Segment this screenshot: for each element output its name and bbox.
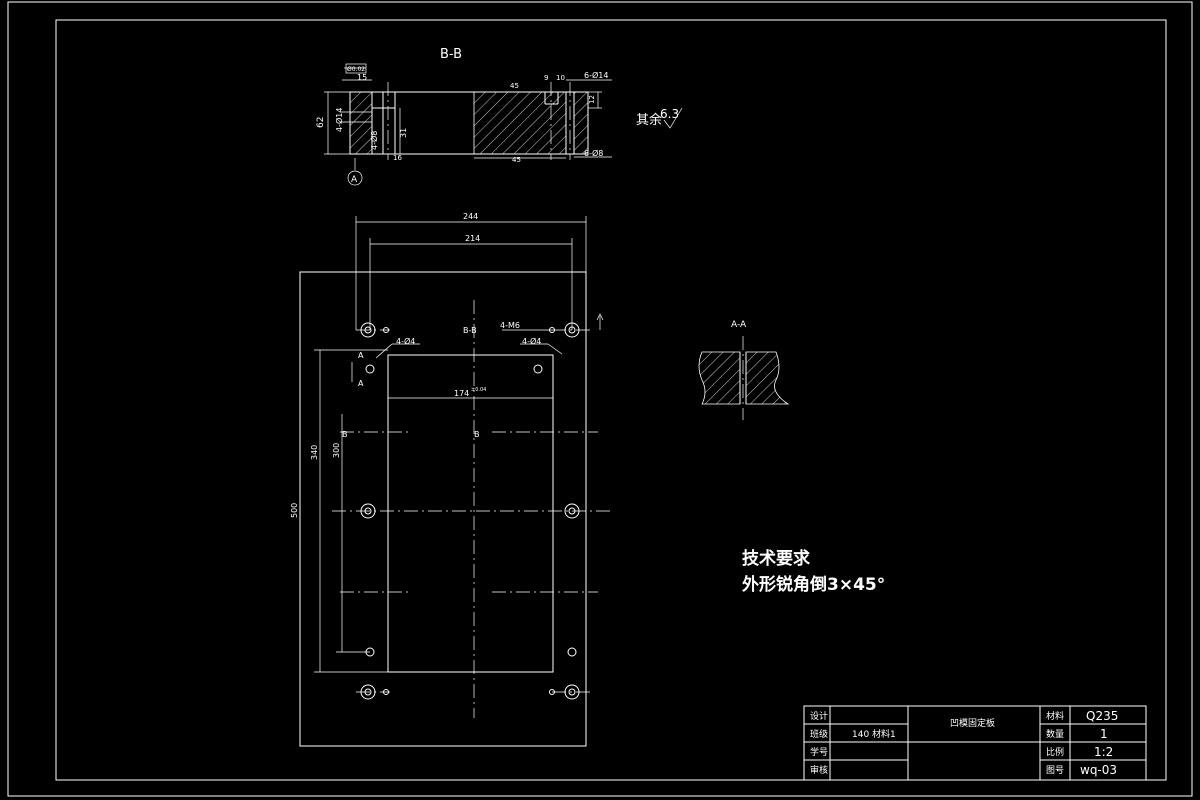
dim-244: 244 — [463, 212, 478, 221]
technical-requirements-line: 外形锐角倒3×45° — [742, 575, 886, 595]
section-aa-title: A-A — [731, 320, 747, 330]
section-bb-title: B-B — [440, 47, 462, 62]
tb-class-value: 140 材料1 — [852, 728, 896, 740]
dim-500: 500 — [290, 503, 299, 518]
tb-drawing-no-value: wq-03 — [1080, 763, 1117, 777]
section-bb-view: B-B 15 — [316, 47, 683, 186]
bolt-hole — [564, 503, 580, 519]
tb-review-label: 审核 — [810, 764, 828, 776]
bolt-hole-inner — [568, 688, 576, 696]
plan-view: 244 214 174 ±0.04 500 340 300 B-B B B 4-… — [290, 212, 610, 747]
dim-174: 174 — [454, 389, 469, 398]
bolt-hole-inner — [364, 688, 372, 696]
label-4-m6: 4-M6 — [500, 321, 520, 330]
roughness-label: 其余 — [636, 112, 662, 128]
bolt-hole-inner — [364, 326, 372, 334]
tb-qty-label: 数量 — [1046, 728, 1064, 740]
dim-4x14: 4-Ø14 — [334, 108, 344, 132]
dim-300: 300 — [332, 443, 341, 458]
dim-10: 10 — [556, 74, 565, 82]
tb-part-name: 凹模固定板 — [950, 717, 995, 729]
screw-hole — [383, 689, 389, 695]
label-b-left: B — [342, 430, 348, 439]
screw-hole — [549, 689, 555, 695]
dim-31: 31 — [399, 128, 408, 138]
dim-4x8: 4-Ø8 — [369, 131, 379, 150]
dim-45-bottom: 45 — [512, 156, 521, 164]
tb-design-label: 设计 — [810, 710, 828, 722]
dim-6x8: 6-Ø8 — [584, 148, 603, 158]
technical-requirements-heading: 技术要求 — [742, 549, 810, 569]
bolt-hole-inner — [568, 507, 576, 515]
bolt-hole — [360, 684, 376, 700]
roughness-value: 6.3 — [660, 107, 679, 121]
pin-hole — [533, 364, 543, 374]
bolt-hole-inner — [364, 507, 372, 515]
dim-9: 9 — [544, 74, 548, 82]
datum-a-letter: A — [351, 175, 358, 185]
pin-hole — [567, 647, 577, 657]
dim-6x14: 6-Ø14 — [584, 70, 608, 80]
drawing-frame — [55, 19, 1167, 781]
tb-scale-value: 1:2 — [1094, 745, 1113, 759]
tb-material-value: Q235 — [1086, 709, 1118, 723]
tb-material-label: 材料 — [1046, 710, 1064, 722]
tb-qty-value: 1 — [1100, 727, 1108, 741]
tb-student-label: 学号 — [810, 746, 828, 758]
dim-214: 214 — [465, 234, 480, 243]
bolt-hole — [360, 322, 376, 338]
dim-340: 340 — [310, 445, 319, 460]
roughness-symbol — [663, 107, 683, 129]
dim-tol: Ø0.02 — [347, 66, 365, 73]
section-aa-hatch-right — [745, 351, 790, 405]
dim-62: 62 — [316, 117, 326, 128]
label-4-d4-right: 4-Ø4 — [522, 336, 541, 346]
section-aa-view: A-A — [698, 320, 790, 420]
label-a-bottom: A — [358, 379, 364, 388]
dim-174-tol: ±0.04 — [471, 387, 486, 393]
label-b-center: B — [474, 430, 480, 439]
tb-class-label: 班级 — [810, 728, 828, 740]
tb-scale-label: 比例 — [1046, 746, 1064, 758]
tb-drawing-no-label: 图号 — [1046, 765, 1064, 776]
dim-15: 15 — [357, 73, 367, 82]
dim-16: 16 — [393, 154, 402, 162]
dim-12: 12 — [588, 95, 596, 104]
outer-border — [7, 1, 1193, 797]
datum-a-bubble — [347, 170, 363, 186]
bolt-hole — [564, 684, 580, 700]
pin-hole — [365, 364, 375, 374]
label-4-d4-left: 4-Ø4 — [396, 336, 415, 346]
bolt-hole — [360, 503, 376, 519]
label-bb-top: B-B — [463, 326, 477, 335]
label-a-top: A — [358, 351, 364, 360]
section-aa-hatch-left — [698, 351, 741, 405]
cavity-outline — [387, 354, 554, 673]
dim-45-top: 45 — [510, 82, 519, 90]
screw-hole — [383, 327, 389, 333]
